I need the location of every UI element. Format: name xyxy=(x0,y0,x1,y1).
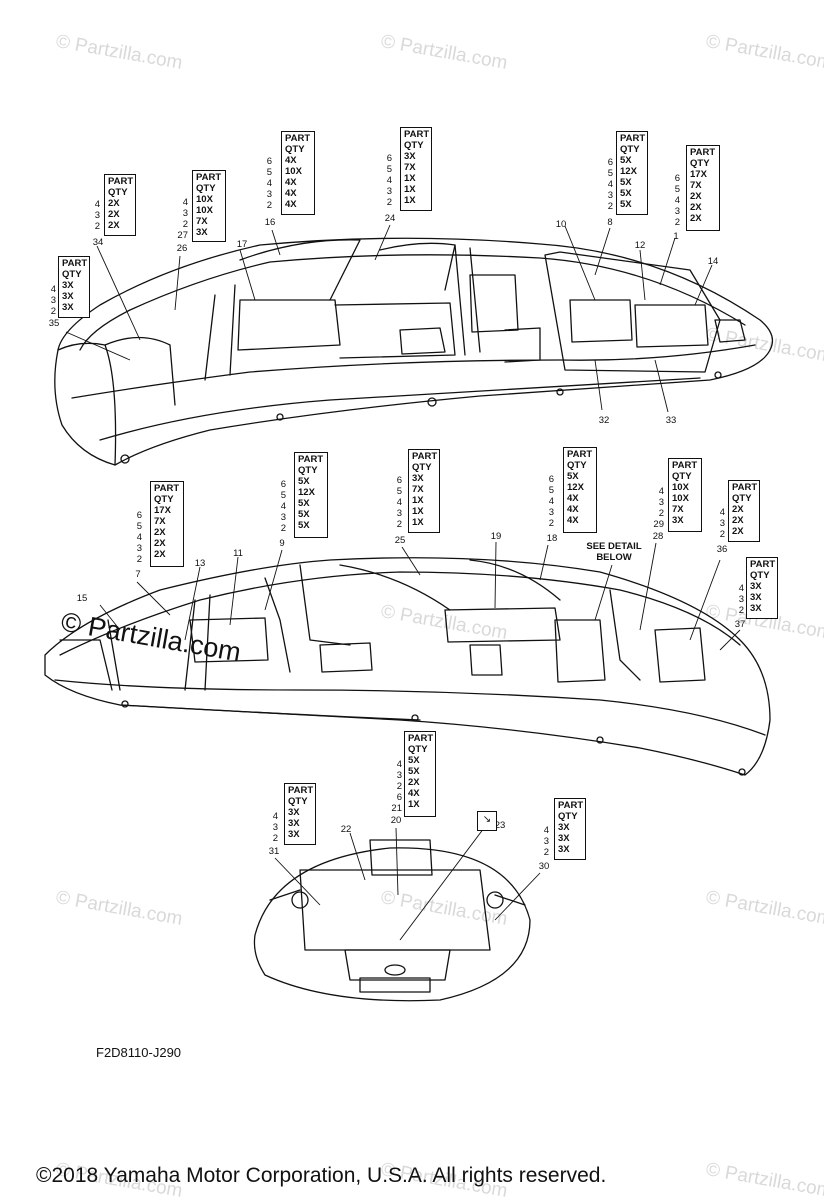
ref-number: 24 xyxy=(384,213,396,224)
callout-12: 12 xyxy=(634,240,646,251)
callout-17: 17 xyxy=(236,239,248,250)
callout-13: 13 xyxy=(194,558,206,569)
ref-number: 8 xyxy=(607,217,613,228)
callout-19: 19 xyxy=(490,531,502,542)
ref-number: 7 xyxy=(135,569,141,580)
callout-15: 15 xyxy=(76,593,88,604)
diagram-code: F2D8110-J290 xyxy=(96,1045,182,1060)
ref-number: 37 xyxy=(734,619,746,630)
ref-number: 1 xyxy=(673,231,679,242)
ref-number: 18 xyxy=(546,533,558,544)
ref-number: 31 xyxy=(268,846,280,857)
upper-hull-drawing xyxy=(54,237,774,466)
see-detail-note: SEE DETAIL BELOW xyxy=(586,541,642,563)
callout-11: 11 xyxy=(233,548,243,559)
callout-10: 10 xyxy=(555,219,567,230)
part-23-icon: ↘ xyxy=(477,811,497,831)
ref-number: 16 xyxy=(264,217,276,228)
detail-view-drawing xyxy=(253,839,531,1002)
callout-33: 33 xyxy=(665,415,677,426)
callout-32: 32 xyxy=(598,415,610,426)
leader-lines xyxy=(65,224,741,941)
ref-number: 34 xyxy=(92,237,104,248)
ref-number: 9 xyxy=(279,538,285,549)
lower-hull-drawing xyxy=(44,557,771,776)
callout-14: 14 xyxy=(707,256,719,267)
callout-22: 22 xyxy=(340,824,352,835)
ref-number: 36 xyxy=(716,544,728,555)
ref-number: 20 xyxy=(390,815,402,826)
ref-number: 28 xyxy=(652,531,664,542)
copyright-notice: ©2018 Yamaha Motor Corporation, U.S.A. A… xyxy=(36,1164,607,1187)
ref-number: 30 xyxy=(538,861,550,872)
callout-23: 23 xyxy=(494,820,506,831)
ref-number: 25 xyxy=(394,535,406,546)
ref-number: 35 xyxy=(48,318,60,329)
ref-number: 26 xyxy=(176,243,188,254)
